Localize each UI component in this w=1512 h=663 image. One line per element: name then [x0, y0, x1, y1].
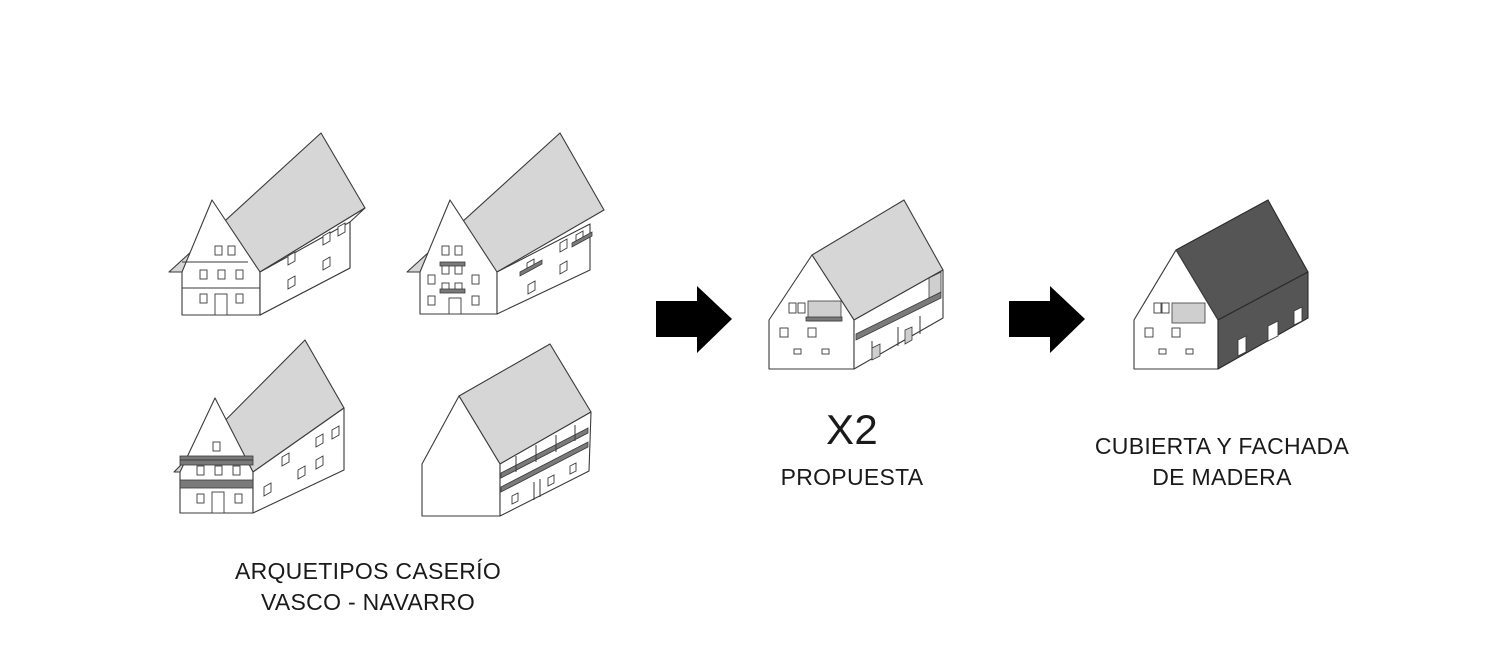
proposal-caption: PROPUESTA: [752, 462, 952, 493]
arrow-right-icon: [1009, 286, 1085, 353]
final-caption: CUBIERTA Y FACHADA DE MADERA: [1050, 431, 1394, 493]
house-archetype-2: [406, 132, 605, 315]
house-archetype-3: [173, 339, 345, 514]
house-archetype-1: [168, 132, 366, 316]
proposal-multiplier-text: X2: [826, 406, 878, 453]
house-archetype-4: [421, 343, 592, 517]
house-timber: [1133, 199, 1309, 370]
house-proposal: [768, 199, 944, 370]
final-caption-line2: DE MADERA: [1152, 464, 1292, 490]
archetypes-caption-line2: VASCO - NAVARRO: [260, 589, 476, 615]
archetypes-caption: ARQUETIPOS CASERÍO VASCO - NAVARRO: [168, 556, 568, 618]
final-caption-line1: CUBIERTA Y FACHADA: [1094, 433, 1350, 459]
proposal-multiplier: X2: [752, 405, 952, 455]
proposal-caption-text: PROPUESTA: [780, 464, 924, 490]
arrow-right-icon: [656, 286, 732, 353]
archetypes-caption-line1: ARQUETIPOS CASERÍO: [234, 558, 502, 584]
